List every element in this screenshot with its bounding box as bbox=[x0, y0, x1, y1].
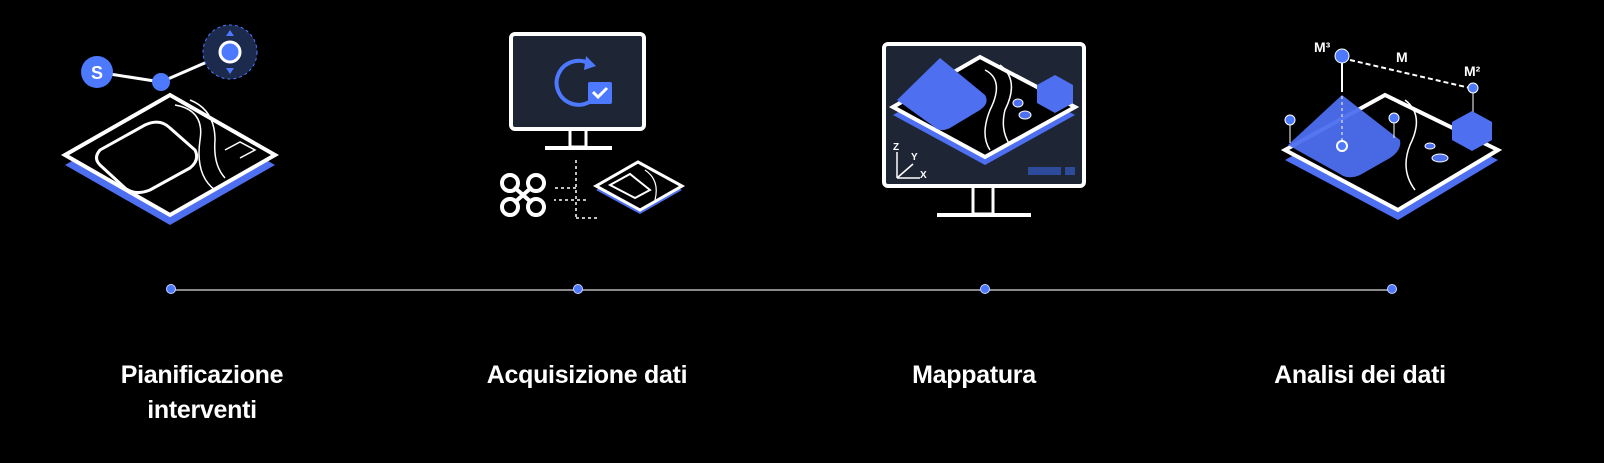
timeline-dot-step-4 bbox=[1387, 284, 1397, 294]
step-label-line: Pianificazione bbox=[120, 361, 284, 389]
drone-data-acquisition-icon bbox=[500, 32, 686, 219]
data-analysis-measure-icon: M³ M M² bbox=[1280, 39, 1503, 220]
area-label: M² bbox=[1464, 63, 1481, 79]
start-marker-label: S bbox=[91, 63, 103, 83]
step-label-acquisition: Acquisizione dati bbox=[486, 361, 688, 389]
flight-planning-map-icon: S bbox=[60, 24, 280, 225]
step-label-line: interventi bbox=[147, 396, 257, 424]
timeline-dot-step-3 bbox=[980, 284, 990, 294]
mapping-monitor-icon: Z Y X bbox=[882, 42, 1086, 217]
axis-x-label: X bbox=[920, 170, 927, 181]
timeline-dot-step-1 bbox=[166, 284, 176, 294]
step-label-planning: Pianificazione interventi bbox=[52, 358, 352, 428]
axis-z-label: Z bbox=[893, 142, 899, 153]
volume-label: M³ bbox=[1314, 39, 1331, 55]
length-label: M bbox=[1396, 49, 1408, 65]
step-label-mapping: Mappatura bbox=[912, 361, 1036, 389]
step-label-analysis: Analisi dei dati bbox=[1274, 361, 1446, 389]
timeline-dot-step-2 bbox=[573, 284, 583, 294]
axis-y-label: Y bbox=[911, 152, 918, 163]
timeline-line bbox=[171, 289, 1392, 291]
